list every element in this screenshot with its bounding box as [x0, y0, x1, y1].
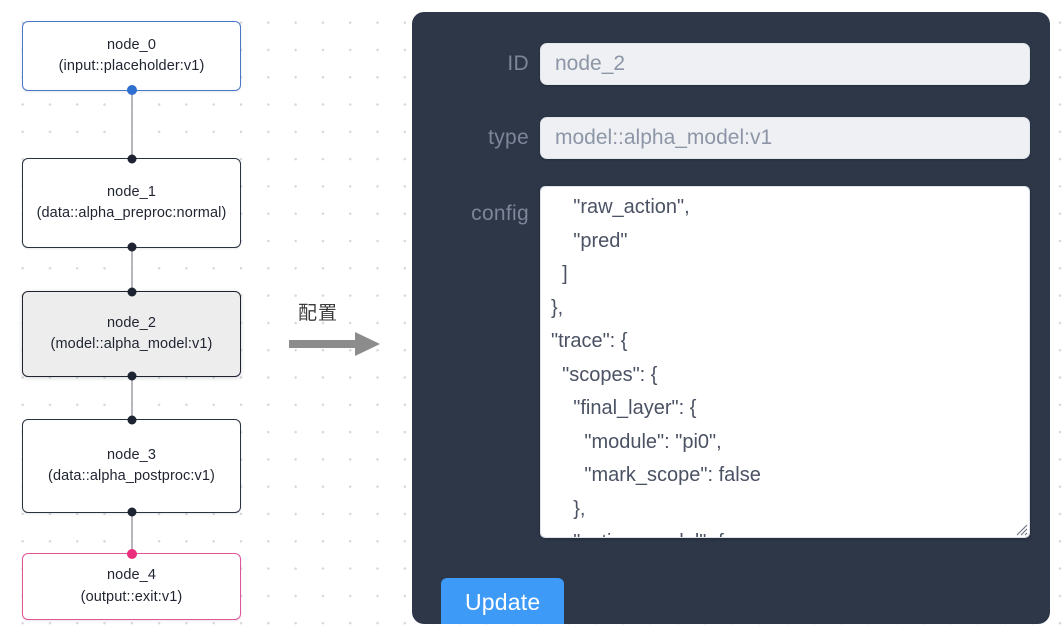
field-row-id: ID [412, 43, 1050, 85]
id-field-label: ID [507, 52, 529, 75]
type-field-label: type [488, 126, 529, 149]
graph-node-node_3[interactable]: node_3 (data::alpha_postproc:v1) [22, 415, 241, 517]
arrow-right-icon [289, 332, 380, 356]
annotation-label: 配置 [298, 302, 339, 324]
annotation-arrow-group: 配置 [289, 298, 399, 358]
config-textarea[interactable] [540, 186, 1030, 538]
edge-node1-node2 [131, 248, 133, 291]
node-subtitle: (model::alpha_model:v1) [50, 336, 213, 352]
node-subtitle: (data::alpha_postproc:v1) [48, 468, 215, 484]
update-button[interactable]: Update [441, 578, 565, 624]
field-row-config: config [412, 186, 1050, 538]
config-textarea-wrap [540, 186, 1030, 538]
field-row-type: type [412, 117, 1050, 159]
graph-node-node_0[interactable]: node_0 (input::placeholder:v1) [22, 21, 241, 95]
node-title: node_2 [107, 314, 156, 331]
edge-node2-node3 [131, 377, 133, 419]
node-handle-top[interactable] [126, 549, 137, 559]
node-subtitle: (data::alpha_preproc:normal) [36, 205, 227, 221]
node-title: node_0 [107, 36, 156, 53]
node-handle-bottom[interactable] [126, 85, 137, 95]
node-handle-top[interactable] [127, 287, 136, 297]
node-subtitle: (input::placeholder:v1) [58, 58, 205, 74]
node-title: node_1 [107, 183, 156, 200]
node-config-panel: ID type config Update [412, 12, 1050, 624]
node-handle-bottom[interactable] [127, 242, 136, 252]
node-handle-bottom[interactable] [127, 371, 136, 381]
config-field-label: config [471, 202, 529, 225]
node-title: node_4 [107, 567, 156, 584]
edge-node3-node4 [131, 513, 133, 553]
node-handle-top[interactable] [127, 415, 136, 425]
node-subtitle: (output::exit:v1) [80, 588, 183, 605]
node-handle-top[interactable] [127, 154, 136, 164]
node-title: node_3 [107, 446, 156, 463]
edge-node0-node1 [131, 91, 133, 158]
type-input[interactable] [540, 117, 1030, 159]
node-handle-bottom[interactable] [127, 507, 136, 517]
graph-node-node_4[interactable]: node_4 (output::exit:v1) [22, 549, 241, 620]
graph-node-node_2[interactable]: node_2 (model::alpha_model:v1) [22, 287, 241, 381]
id-input[interactable] [540, 43, 1030, 85]
graph-node-node_1[interactable]: node_1 (data::alpha_preproc:normal) [22, 154, 241, 252]
